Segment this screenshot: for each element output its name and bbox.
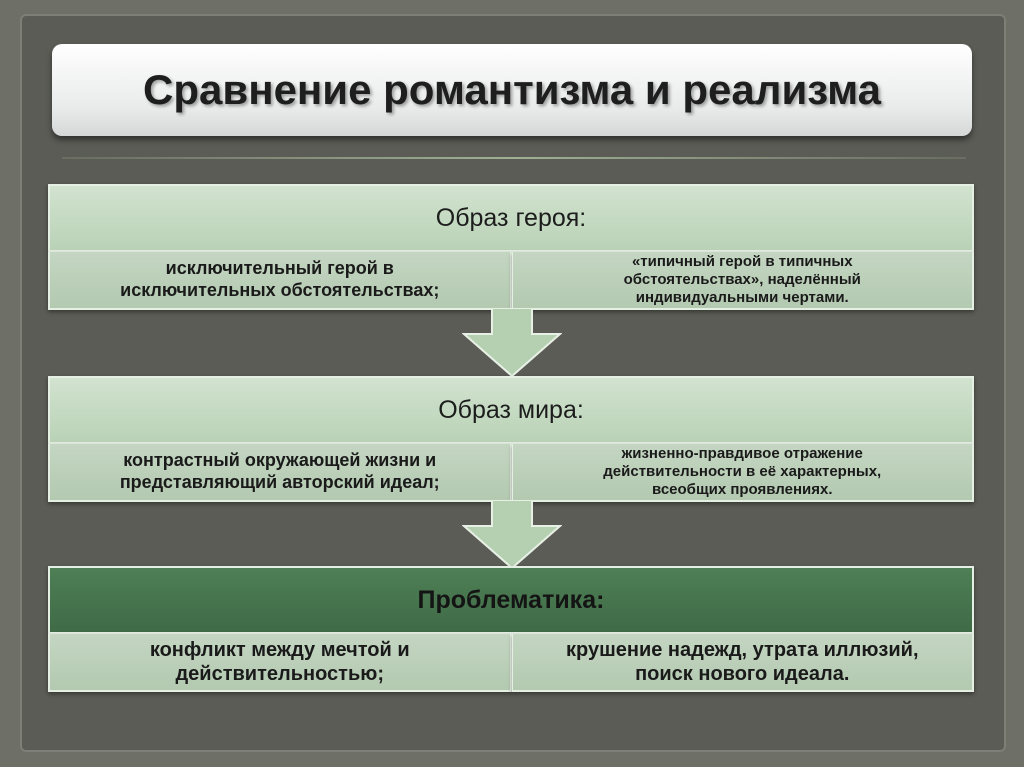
section-heading: Проблематика: <box>48 566 974 634</box>
realism-text: крушение надежд, утрата иллюзий, поиск н… <box>565 639 919 685</box>
section-hero-image: Образ героя: исключительный герой в искл… <box>48 184 974 310</box>
realism-cell: крушение надежд, утрата иллюзий, поиск н… <box>511 634 974 692</box>
page-title: Сравнение романтизма и реализма <box>143 66 881 113</box>
romanticism-text: исключительный герой в исключительных об… <box>120 258 440 300</box>
romanticism-text: конфликт между мечтой и действительность… <box>149 639 410 685</box>
divider <box>62 157 966 159</box>
realism-cell: жизненно-правдивое отражение действитель… <box>511 444 974 502</box>
romanticism-cell: конфликт между мечтой и действительность… <box>48 634 512 692</box>
romanticism-cell: контрастный окружающей жизни и представл… <box>48 444 512 502</box>
section-heading: Образ мира: <box>48 376 974 444</box>
realism-text: жизненно-правдивое отражение действитель… <box>603 445 882 498</box>
romanticism-cell: исключительный герой в исключительных об… <box>48 252 512 310</box>
realism-text: «типичный герой в типичных обстоятельств… <box>623 253 861 306</box>
section-heading: Образ героя: <box>48 184 974 252</box>
down-arrow-icon <box>462 308 562 378</box>
section-world-image: Образ мира: контрастный окружающей жизни… <box>48 376 974 502</box>
section-problems: Проблематика: конфликт между мечтой и де… <box>48 566 974 692</box>
title-banner: Сравнение романтизма и реализма <box>52 44 972 136</box>
down-arrow-icon <box>462 500 562 570</box>
romanticism-text: контрастный окружающей жизни и представл… <box>119 450 440 492</box>
realism-cell: «типичный герой в типичных обстоятельств… <box>511 252 974 310</box>
